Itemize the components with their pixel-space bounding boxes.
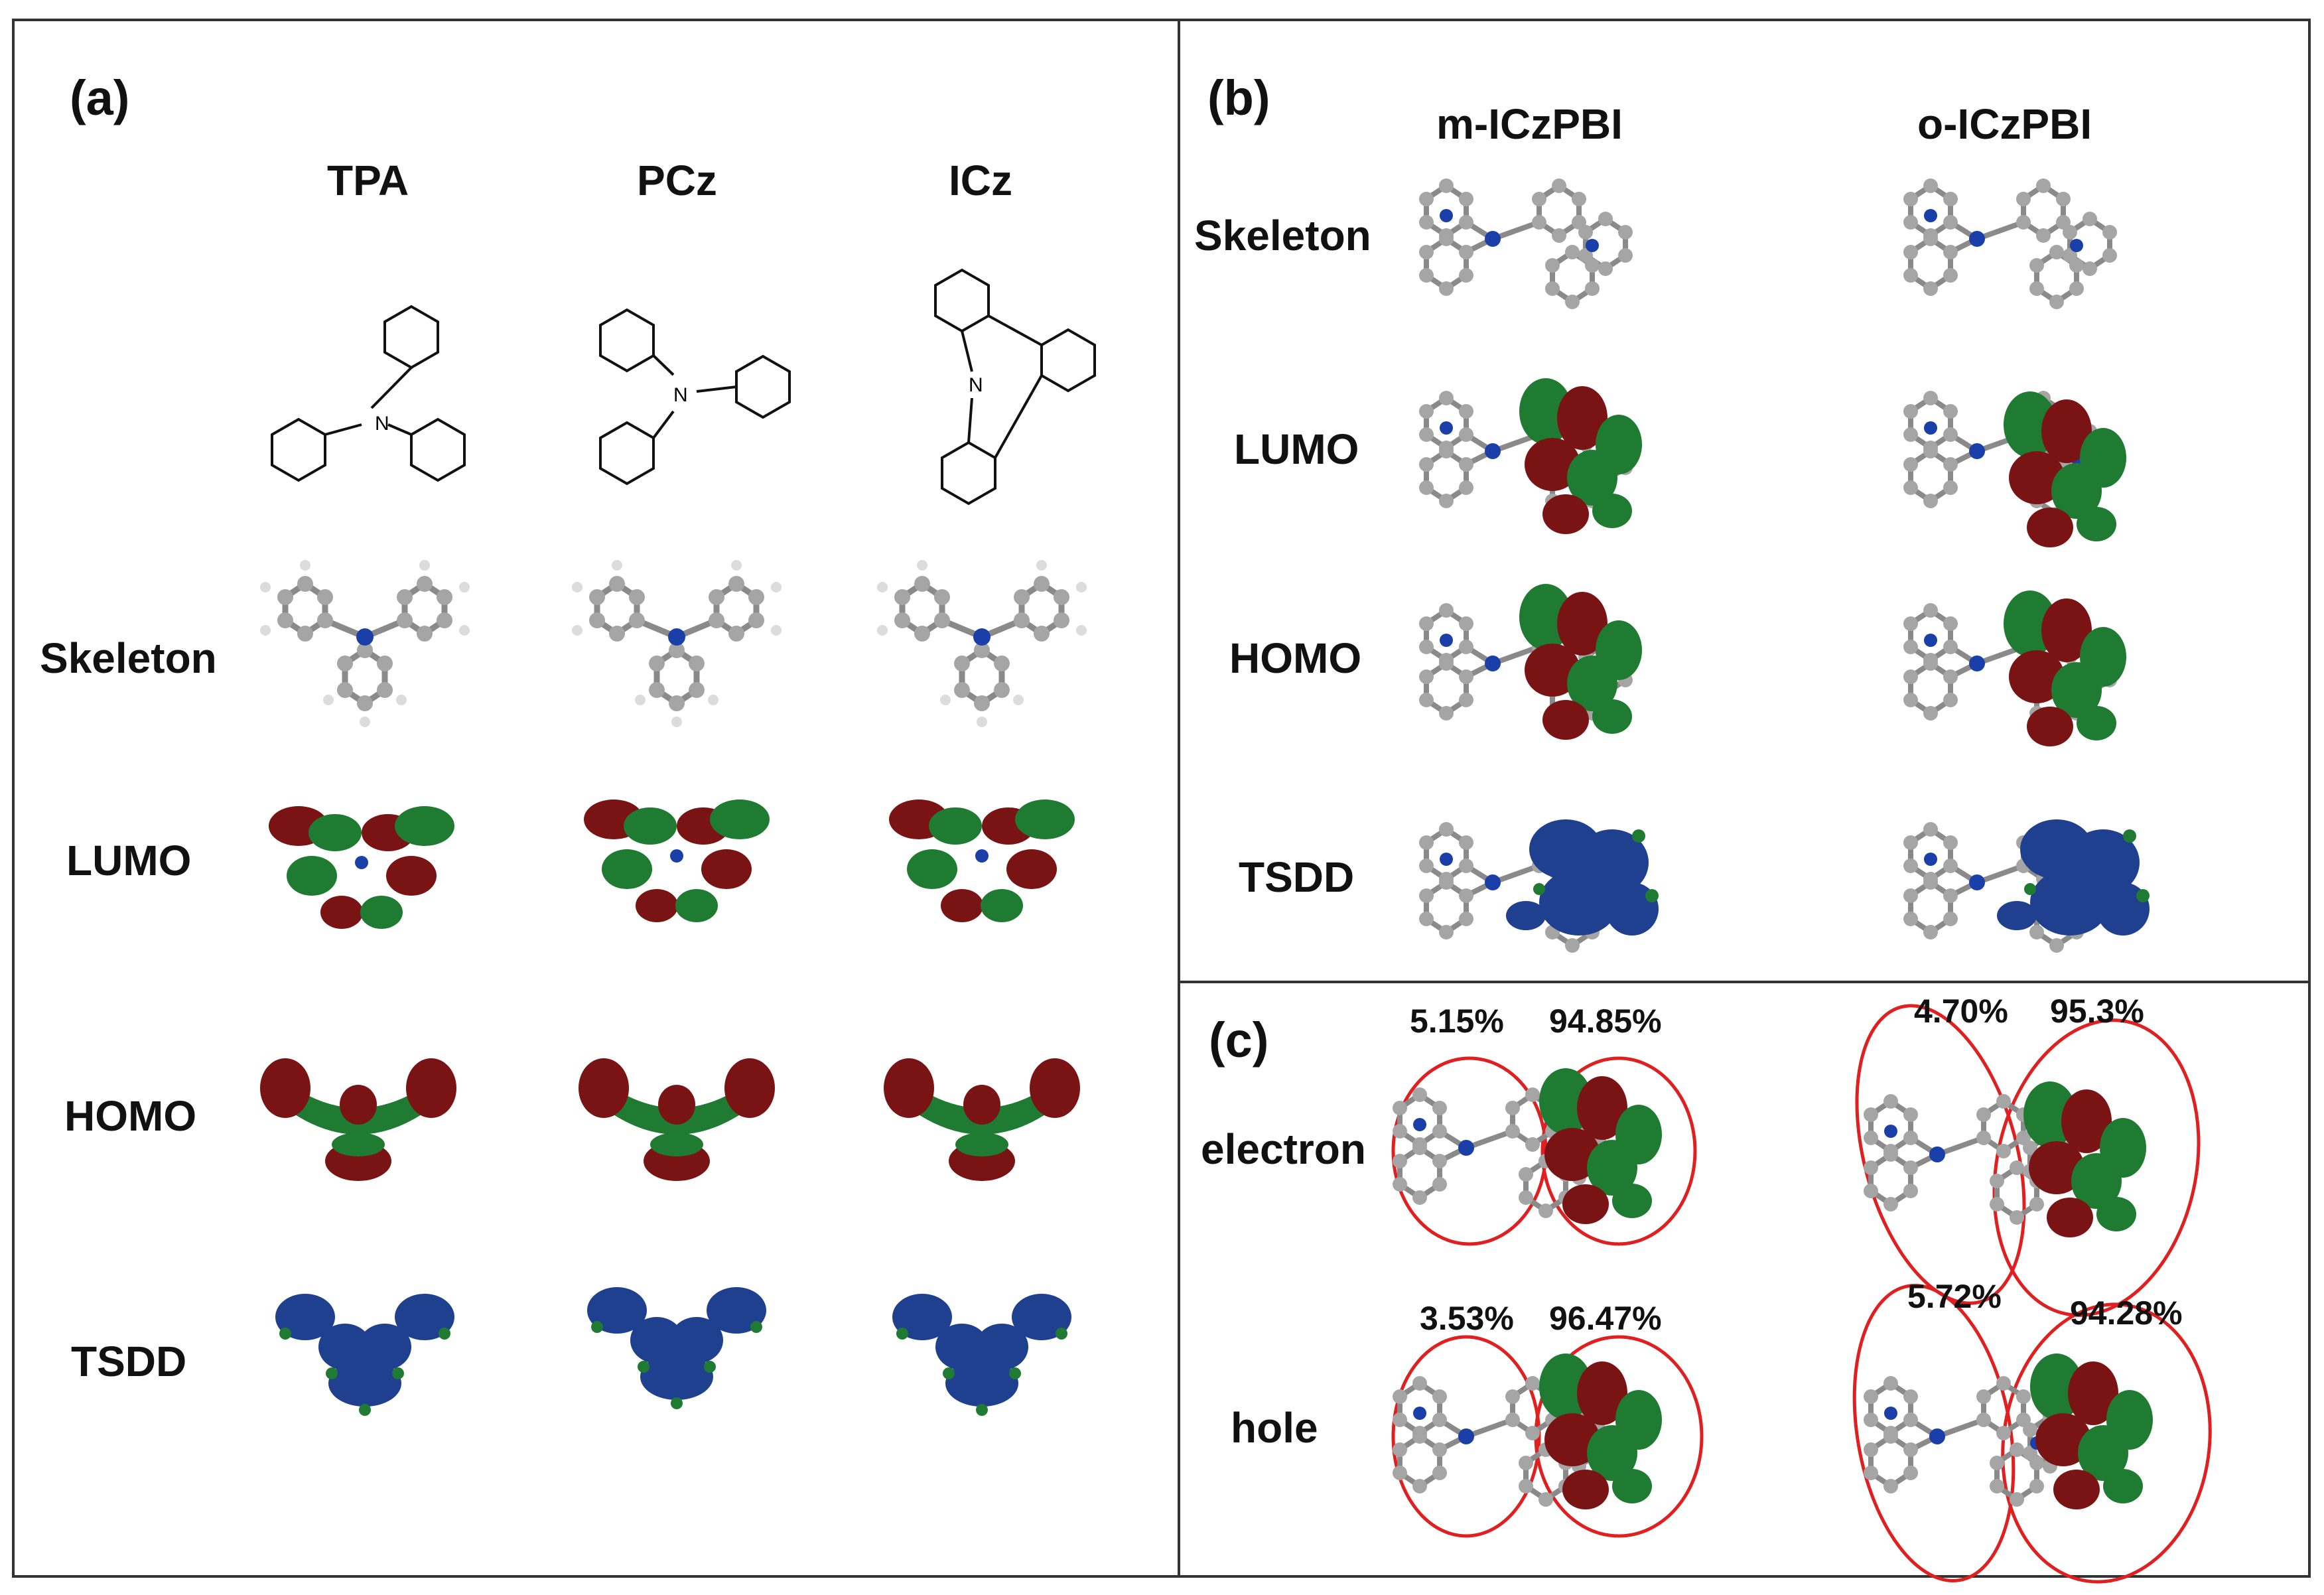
row-label-electron: electron <box>1201 1125 1366 1173</box>
m-iczpbi-hole-orbital <box>1539 1353 1662 1509</box>
tpa-homo <box>260 1058 456 1181</box>
column-header-tpa: TPA <box>327 157 409 204</box>
column-header-m-iczpbi: m-ICzPBI <box>1436 100 1623 148</box>
pcz-skeleton <box>572 560 782 727</box>
pct-o-electron-donor: 4.70% <box>1914 993 2008 1030</box>
m-iczpbi-tsdd <box>1506 819 1659 936</box>
icz-homo <box>884 1058 1080 1181</box>
row-label-b-skeleton: Skeleton <box>1194 212 1371 259</box>
m-iczpbi-lumo <box>1519 378 1642 534</box>
icz-nitrogen-label: N <box>969 374 983 396</box>
o-iczpbi-homo <box>2004 590 2126 746</box>
panel-c-ellipses <box>1391 1004 2212 1584</box>
pcz-homo <box>579 1058 775 1181</box>
row-label-homo: HOMO <box>64 1092 197 1140</box>
pcz-structure <box>599 308 791 486</box>
pcz-lumo <box>584 799 770 922</box>
pct-m-electron-acceptor: 94.85% <box>1549 1003 1662 1040</box>
icz-tsdd <box>892 1294 1071 1416</box>
m-iczpbi-homo <box>1519 584 1642 740</box>
panel-c-label: (c) <box>1209 1012 1269 1068</box>
row-label-skeleton: Skeleton <box>40 634 217 682</box>
panel-a-label: (a) <box>70 70 130 125</box>
pct-o-hole-acceptor: 94.28% <box>2070 1294 2183 1332</box>
row-label-b-lumo: LUMO <box>1234 425 1359 473</box>
pcz-nitrogen-label: N <box>673 384 688 406</box>
pct-m-electron-donor: 5.15% <box>1410 1003 1504 1040</box>
pct-m-hole-acceptor: 96.47% <box>1549 1300 1662 1337</box>
row-label-tsdd: TSDD <box>71 1338 187 1385</box>
panel-divider-horizontal <box>1178 981 2311 983</box>
row-label-b-tsdd: TSDD <box>1239 853 1355 901</box>
m-iczpbi-skeleton <box>1419 178 1633 309</box>
o-iczpbi-electron-orbital <box>2023 1081 2146 1237</box>
tpa-tsdd <box>275 1294 454 1416</box>
pct-o-hole-donor: 5.72% <box>1907 1278 2002 1315</box>
column-header-o-iczpbi: o-ICzPBI <box>1917 100 2092 148</box>
row-label-lumo: LUMO <box>66 837 192 884</box>
panel-b-label: (b) <box>1207 70 1270 125</box>
pcz-tsdd <box>587 1287 766 1409</box>
tpa-skeleton <box>260 560 470 727</box>
o-iczpbi-hole-orbital <box>2030 1353 2153 1509</box>
o-iczpbi-lumo <box>2004 391 2126 547</box>
icz-skeleton <box>877 560 1087 727</box>
column-header-icz: ICz <box>949 157 1012 204</box>
o-iczpbi-skeleton <box>1903 178 2117 309</box>
tpa-structure <box>271 305 466 482</box>
panel-divider-vertical <box>1178 19 1180 1578</box>
tpa-nitrogen-label: N <box>375 413 389 435</box>
icz-structure <box>934 268 1096 506</box>
figure-frame <box>12 19 2311 1578</box>
icz-lumo <box>889 799 1075 922</box>
row-label-hole: hole <box>1231 1404 1318 1452</box>
pct-o-electron-acceptor: 95.3% <box>2050 993 2144 1030</box>
column-header-pcz: PCz <box>637 157 717 204</box>
tpa-lumo <box>269 806 454 929</box>
row-label-b-homo: HOMO <box>1229 634 1362 682</box>
pct-m-hole-donor: 3.53% <box>1420 1300 1514 1337</box>
